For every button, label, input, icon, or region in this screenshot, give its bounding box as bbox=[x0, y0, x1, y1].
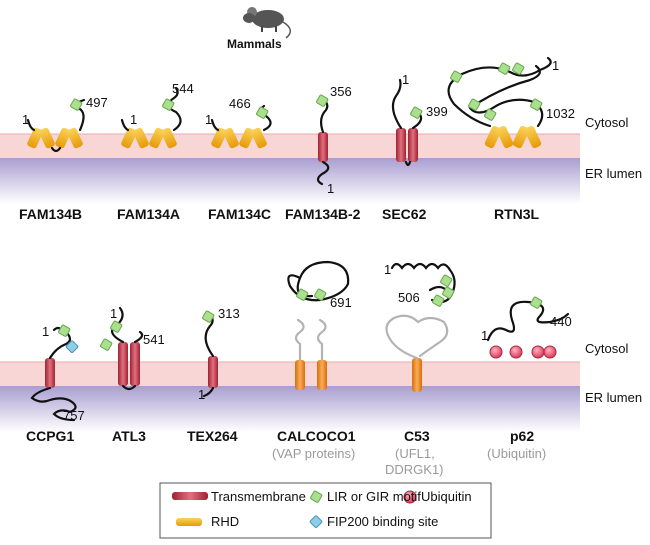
atl3-n-term: 1 bbox=[110, 306, 117, 321]
rtn3l-label: RTN3L bbox=[494, 206, 540, 222]
protein-atl3 bbox=[100, 306, 144, 391]
membrane-row2 bbox=[0, 361, 580, 432]
fam134b-label: FAM134B bbox=[19, 206, 82, 222]
calcoco1-sublabel: (VAP proteins) bbox=[272, 446, 355, 461]
ccpg1-n-term: 1 bbox=[42, 324, 49, 339]
er-lumen-label-row2: ER lumen bbox=[585, 390, 642, 405]
fam134a-label: FAM134A bbox=[117, 206, 180, 222]
calcoco1-c-term: 691 bbox=[330, 295, 352, 310]
protein-tex264 bbox=[202, 310, 218, 398]
protein-sec62 bbox=[391, 78, 423, 167]
legend-rhd: RHD bbox=[211, 514, 239, 529]
tex264-n-term: 1 bbox=[198, 387, 205, 402]
sec62-c-term: 399 bbox=[426, 104, 448, 119]
cytosol-label-row2: Cytosol bbox=[585, 341, 628, 356]
lir-swatch bbox=[310, 490, 323, 503]
legend-lir: LIR or GIR motif bbox=[327, 489, 421, 504]
protein-fam134b-2 bbox=[316, 94, 330, 186]
p62-label: p62 bbox=[510, 428, 534, 444]
cytosol-label-row1: Cytosol bbox=[585, 115, 628, 130]
atl3-label: ATL3 bbox=[112, 428, 146, 444]
mouse-icon bbox=[243, 7, 292, 39]
fam134c-n-term: 1 bbox=[205, 112, 212, 127]
rhd-swatch bbox=[176, 518, 202, 526]
legend bbox=[159, 482, 492, 539]
protein-c53 bbox=[385, 262, 456, 392]
protein-rtn3l bbox=[447, 56, 552, 149]
calcoco1-label: CALCOCO1 bbox=[277, 428, 356, 444]
c53-c-term: 506 bbox=[398, 290, 420, 305]
protein-ccpg1 bbox=[30, 324, 79, 422]
sec62-label: SEC62 bbox=[382, 206, 427, 222]
rtn3l-c-term: 1032 bbox=[546, 106, 575, 121]
transmembrane-swatch bbox=[172, 492, 208, 500]
fam134c-c-term: 466 bbox=[229, 96, 251, 111]
p62-c-term: 440 bbox=[550, 314, 572, 329]
tex264-c-term: 313 bbox=[218, 306, 240, 321]
protein-fam134c bbox=[210, 104, 272, 149]
sec62-n-term: 1 bbox=[402, 72, 409, 87]
atl3-c-term: 541 bbox=[143, 332, 165, 347]
c53-sublabel-2: DDRGK1) bbox=[385, 462, 444, 477]
membrane-row1 bbox=[0, 133, 580, 204]
fam134c-label: FAM134C bbox=[208, 206, 271, 222]
fam134b-2-label: FAM134B-2 bbox=[285, 206, 361, 222]
legend-fip200: FIP200 binding site bbox=[327, 514, 438, 529]
fam134b-2-n-term: 1 bbox=[327, 181, 334, 196]
c53-label: C53 bbox=[404, 428, 430, 444]
fam134b-2-c-term: 356 bbox=[330, 84, 352, 99]
c53-sublabel: (UFL1, bbox=[395, 446, 435, 461]
legend-transmembrane: Transmembrane bbox=[211, 489, 306, 504]
legend-ubiquitin: Ubiquitin bbox=[421, 489, 472, 504]
rtn3l-n-term: 1 bbox=[552, 58, 559, 73]
p62-n-term: 1 bbox=[481, 328, 488, 343]
c53-n-term: 1 bbox=[384, 262, 391, 277]
page-title: Mammals bbox=[227, 37, 282, 51]
fam134b-c-term: 497 bbox=[86, 95, 108, 110]
ubiquitin-swatch bbox=[403, 490, 417, 504]
protein-fam134b bbox=[26, 98, 86, 153]
tex264-label: TEX264 bbox=[187, 428, 238, 444]
ubiquitin-chain bbox=[489, 345, 557, 359]
fam134b-n-term: 1 bbox=[22, 112, 29, 127]
protein-calcoco1 bbox=[287, 260, 350, 390]
protein-fam134a bbox=[120, 86, 182, 149]
fam134a-c-term: 544 bbox=[172, 81, 194, 96]
protein-p62 bbox=[486, 296, 570, 342]
ccpg1-label: CCPG1 bbox=[26, 428, 74, 444]
fip200-swatch bbox=[309, 515, 323, 528]
ccpg1-c-term: 757 bbox=[63, 408, 85, 423]
fam134a-n-term: 1 bbox=[130, 112, 137, 127]
er-lumen-label-row1: ER lumen bbox=[585, 166, 642, 181]
p62-sublabel: (Ubiquitin) bbox=[487, 446, 546, 461]
